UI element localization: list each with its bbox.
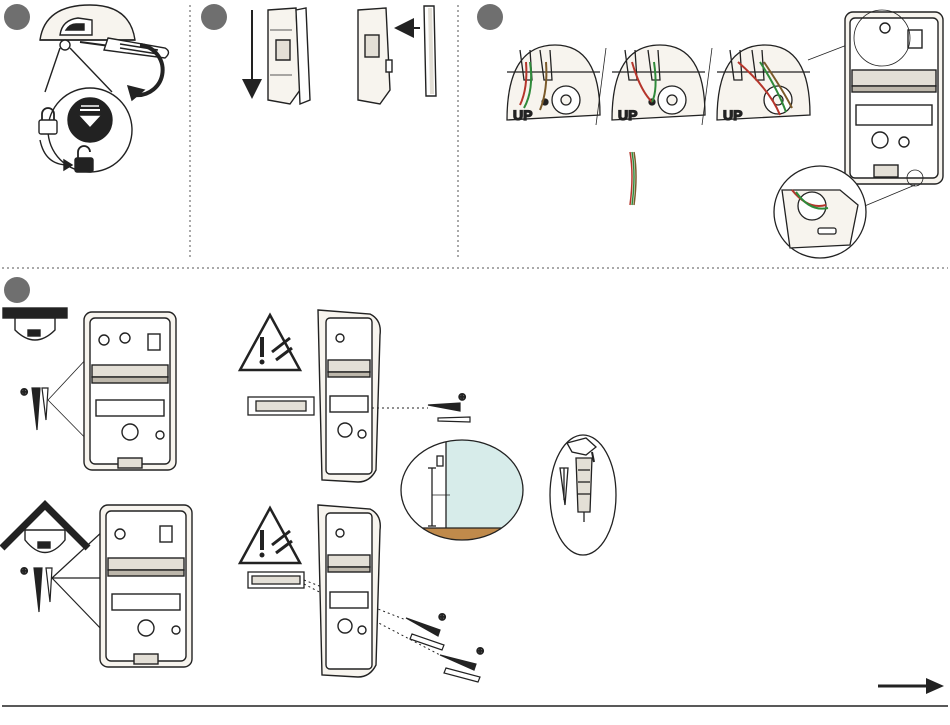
svg-text:⊕: ⊕ (438, 612, 446, 623)
step2-slide-off-cover (252, 8, 310, 104)
base-side-view-1 (318, 310, 428, 482)
svg-text:UP: UP (723, 107, 742, 123)
svg-text:⊕: ⊕ (20, 387, 28, 398)
wall-bracket (248, 397, 314, 415)
step1-unlock-illustration (39, 5, 169, 172)
screw-icon: ⊕ (440, 646, 484, 682)
corner-mount-icon (2, 505, 88, 553)
next-page-arrow-icon[interactable] (878, 678, 944, 694)
padlock-closed-icon (39, 108, 57, 134)
step3-wiring-zoom-2: UP (596, 45, 705, 125)
step3-cable-entry-zoom (774, 166, 866, 258)
mounting-height-zoom (400, 440, 530, 550)
svg-text:⊕: ⊕ (458, 392, 466, 403)
svg-text:UP: UP (618, 107, 637, 123)
svg-text:⊕: ⊕ (476, 646, 484, 657)
base-corner-mount (100, 505, 192, 667)
step-marker-2 (201, 4, 227, 30)
wall-plug-icon (576, 458, 592, 522)
screw-icon: ⊕ (406, 612, 446, 650)
step3-detector-base (845, 10, 943, 210)
step3-wiring-zoom-3: UP (702, 40, 860, 125)
warning-triangle-icon (240, 508, 300, 563)
screw-icon: ⊕ (428, 392, 470, 422)
step2-detach-cover (358, 6, 436, 104)
drill-zoom (550, 435, 616, 555)
step-marker-4 (4, 277, 30, 303)
warning-triangle-icon (240, 315, 300, 370)
base-ceiling-mount (84, 312, 176, 470)
svg-text:UP: UP (513, 107, 532, 123)
step-marker-1 (4, 4, 30, 30)
base-side-view-2 (318, 505, 380, 677)
step3-cable (630, 152, 636, 205)
svg-text:⊕: ⊕ (20, 566, 28, 577)
ceiling-mount-icon (3, 308, 67, 340)
step3-wiring-zoom-1: UP (507, 45, 600, 123)
step-marker-3 (477, 4, 503, 30)
